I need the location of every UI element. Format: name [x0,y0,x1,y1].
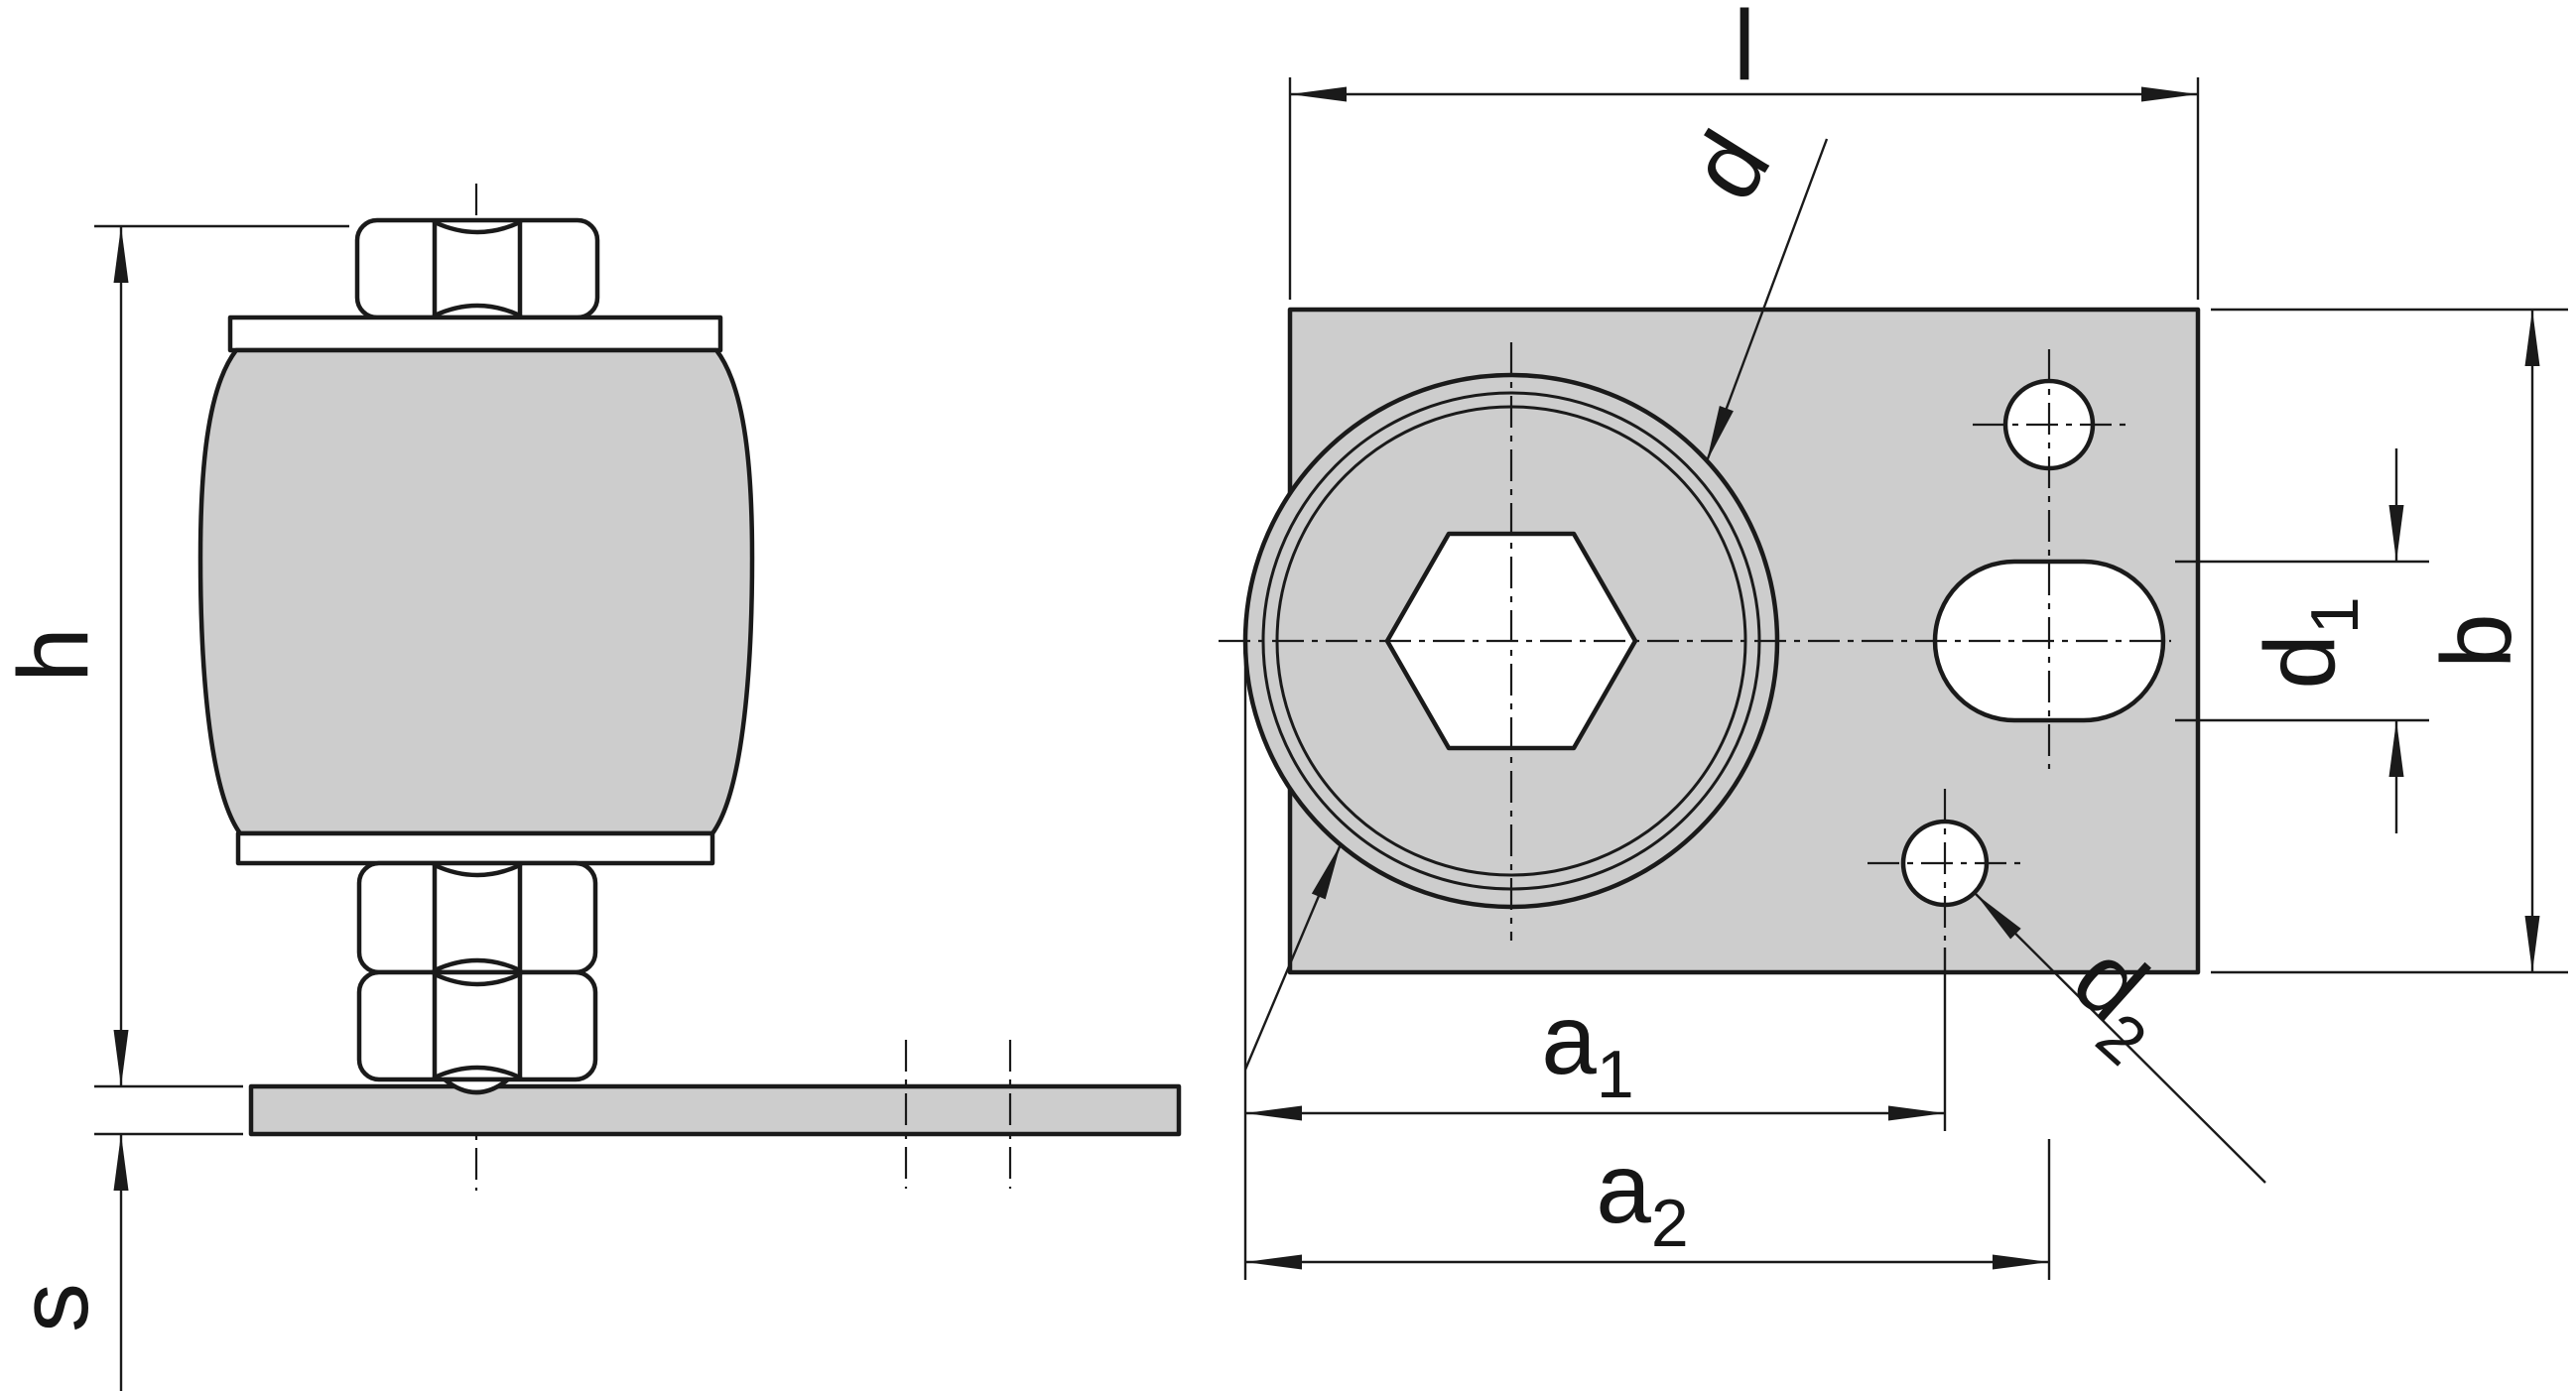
dimension-s: s [0,1132,243,1391]
upper-hex-nut-body [354,217,600,320]
dim-label-a2: a2 [1596,1133,1688,1261]
side-view: h s [0,184,1182,1391]
dim-label-a1: a1 [1541,984,1633,1112]
stud-tip [442,1076,511,1095]
lock-nut-2-chamfer-top [432,971,523,987]
lock-nut-1-chamfer-bottom [432,957,523,973]
upper-hex-nut-chamfer-bottom [432,303,523,318]
buffer-bottom-plate [235,830,715,866]
lock-nut-1-chamfer-top [432,862,523,878]
lock-nut-2-body [356,969,598,1082]
dimension-a2: a2 [1245,1133,2051,1280]
lock-nut-2-chamfer-bottom [432,1065,523,1080]
leader-d2: d2 [1975,893,2266,1184]
leader-line-circle-edge [1243,843,1343,1071]
upper-hex-nut [354,217,600,320]
upper-hex-nut-chamfer-top [432,219,523,235]
leader-line-d [1705,138,1829,462]
leader-line-d2 [1975,893,2266,1184]
dim-label-s: s [0,1283,109,1332]
dimension-a1: a1 [1245,948,1947,1131]
lock-nut-1 [356,860,598,975]
dimension-b: b [2211,308,2568,974]
dimension-h: h [0,224,349,1088]
dim-label-d: d [1668,113,1791,219]
top-view: l b d1 d d2 [1219,0,2568,1280]
lock-nut-2 [356,969,598,1082]
dim-label-d1: d1 [2245,596,2373,689]
dim-label-b: b [2421,613,2532,669]
dimension-l: l [1288,0,2200,300]
dimension-d1: d1 [2175,448,2429,833]
dim-label-l: l [1734,0,1755,101]
dim-label-h: h [0,627,109,683]
rubber-buffer-body [197,347,755,836]
mounting-plate-side [248,1083,1182,1137]
buffer-top-plate [227,315,723,353]
lock-nut-1-body [356,860,598,975]
